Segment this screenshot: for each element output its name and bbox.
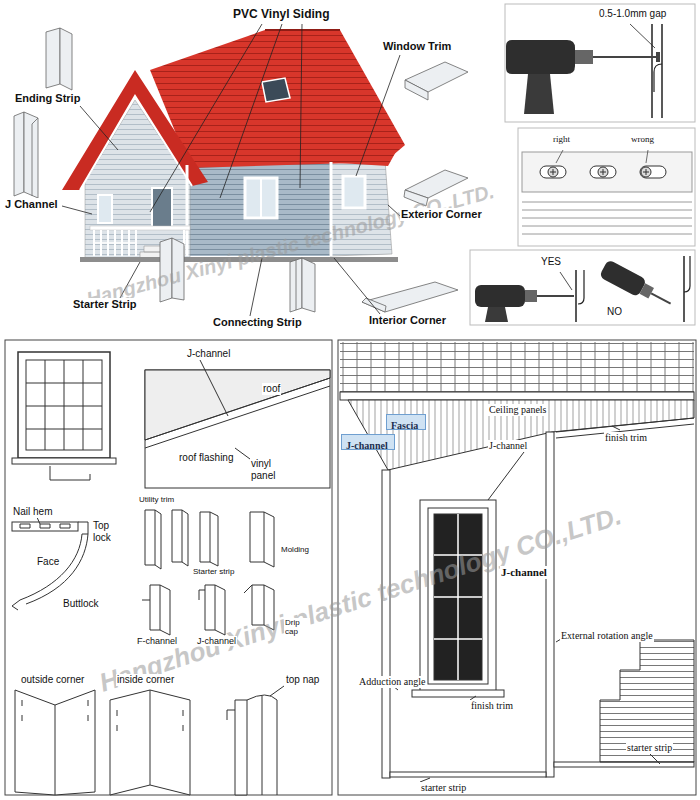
part-name: J-channel — [196, 636, 237, 646]
part-name: Utility trim — [138, 495, 175, 504]
watermark: Hangzhou Xinyi plastic technology CO.,LT… — [83, 179, 497, 311]
part-name: outside corner — [20, 674, 85, 686]
part-name: PVC Vinyl Siding — [232, 8, 330, 22]
part-name: Ceiling panels — [488, 404, 548, 416]
watermark: Hangzhou Xinyi plastic technology CO.,LT… — [94, 501, 625, 699]
part-name: F-channel — [136, 636, 178, 646]
part-name: vinyl panel — [250, 458, 284, 481]
part-name: External rotation angle — [560, 630, 654, 642]
part-name: inside corner — [116, 674, 175, 686]
note-label: YES — [540, 256, 562, 268]
part-name: Ending Strip — [14, 92, 81, 105]
part-name: Exterior Corner — [400, 208, 483, 221]
part-name: Adduction angle — [358, 676, 426, 688]
part-name: finish trim — [470, 700, 514, 712]
yes-no-picture — [470, 250, 695, 325]
part-name: top nap — [285, 674, 320, 686]
part-name: Top lock — [92, 520, 120, 543]
box-text: Fascia — [387, 419, 422, 433]
part-name: roof flashing — [178, 452, 234, 464]
part-name: roof — [262, 383, 281, 395]
part-name: finish trim — [604, 432, 648, 444]
part-name: Starter Strip — [72, 298, 138, 311]
part-name: Buttlock — [62, 598, 100, 610]
wall-sketch — [338, 340, 696, 795]
part-name: Starter strip — [192, 567, 235, 576]
part-name: J-channel — [488, 440, 528, 452]
highlight-box: J-channel — [341, 434, 395, 450]
note-label: right — [552, 134, 571, 144]
part-name: Nail hem — [12, 506, 53, 518]
drill-gap-picture — [505, 4, 695, 122]
slot-screw-picture — [518, 128, 695, 246]
part-name: J-channel — [500, 566, 548, 579]
part-name: Drip cap — [284, 618, 310, 636]
part-name: Connecting Strip — [212, 316, 303, 329]
part-name: Window Trim — [382, 40, 452, 53]
part-name: J-channel — [186, 348, 231, 360]
part-name: Molding — [280, 545, 310, 554]
part-name: starter strip — [420, 782, 467, 794]
box-text: J-channel — [342, 439, 392, 453]
part-name: J Channel — [4, 198, 59, 211]
note-label: NO — [606, 306, 623, 318]
part-name: starter strip — [626, 742, 673, 754]
dimension-label: 0.5-1.0mm gap — [598, 8, 667, 20]
note-label: wrong — [630, 134, 655, 144]
part-name: Interior Corner — [368, 314, 447, 327]
highlight-box: Fascia — [386, 414, 426, 430]
installation-sketches — [5, 340, 332, 795]
part-name: Face — [36, 556, 60, 568]
